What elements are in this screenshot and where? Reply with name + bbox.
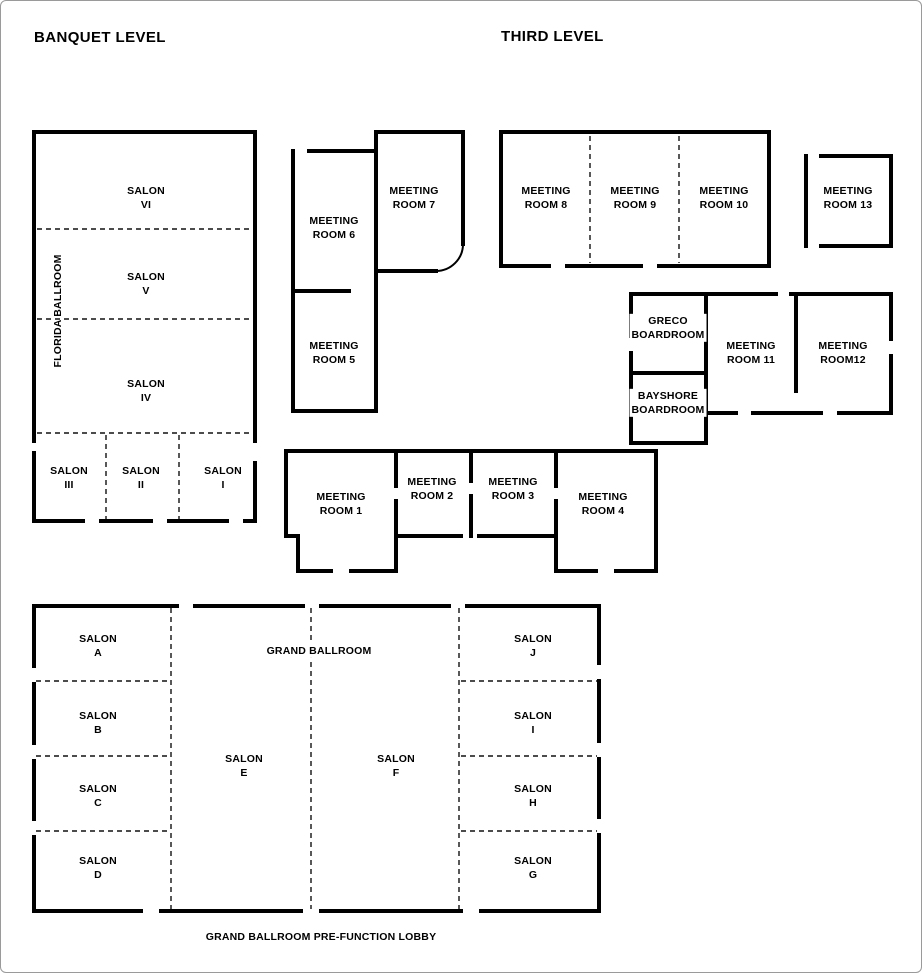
label-meeting-room-3: MEETING ROOM 3 [486,474,540,504]
label-salon-iii: SALON III [48,463,90,493]
label-meeting-room-12: MEETING ROOM12 [816,338,870,368]
label-salon-ii: SALON II [120,463,162,493]
label-meeting-room-7: MEETING ROOM 7 [387,183,441,213]
label-meeting-room-13: MEETING ROOM 13 [821,183,875,213]
label-salon-iv: SALON IV [125,376,167,406]
label-meeting-room-8: MEETING ROOM 8 [519,183,573,213]
label-meeting-room-11: MEETING ROOM 11 [724,338,778,368]
label-bayshore-boardroom: BAYSHORE BOARDROOM [629,388,707,418]
label-salon-h: SALON H [512,781,554,811]
label-salon-d: SALON D [77,853,119,883]
label-prefunction-lobby: GRAND BALLROOM PRE-FUNCTION LOBBY [203,929,439,945]
label-salon-f: SALON F [375,751,417,781]
label-meeting-room-5: MEETING ROOM 5 [307,338,361,368]
label-meeting-room-10: MEETING ROOM 10 [697,183,751,213]
label-salon-i-roman: SALON I [202,463,244,493]
label-grand-ballroom: GRAND BALLROOM [264,643,374,659]
label-meeting-room-4: MEETING ROOM 4 [576,489,630,519]
door-swing-arc [435,243,464,272]
label-salon-j: SALON J [512,631,554,661]
label-salon-v: SALON V [125,269,167,299]
label-salon-b: SALON B [77,708,119,738]
title-banquet-level: BANQUET LEVEL [34,29,166,46]
label-meeting-room-2: MEETING ROOM 2 [405,474,459,504]
label-salon-a: SALON A [77,631,119,661]
label-meeting-room-6: MEETING ROOM 6 [307,213,361,243]
label-salon-vi: SALON VI [125,183,167,213]
label-salon-c: SALON C [77,781,119,811]
label-meeting-room-1: MEETING ROOM 1 [314,489,368,519]
label-meeting-room-9: MEETING ROOM 9 [608,183,662,213]
label-salon-g: SALON G [512,853,554,883]
title-third-level: THIRD LEVEL [501,28,604,45]
label-salon-i-letter: SALON I [512,708,554,738]
label-greco-boardroom: GRECO BOARDROOM [629,313,707,343]
airwall-dashed-lines [36,136,680,909]
label-salon-e: SALON E [223,751,265,781]
label-florida-ballroom: FLORIDA BALLROOM [51,254,64,368]
